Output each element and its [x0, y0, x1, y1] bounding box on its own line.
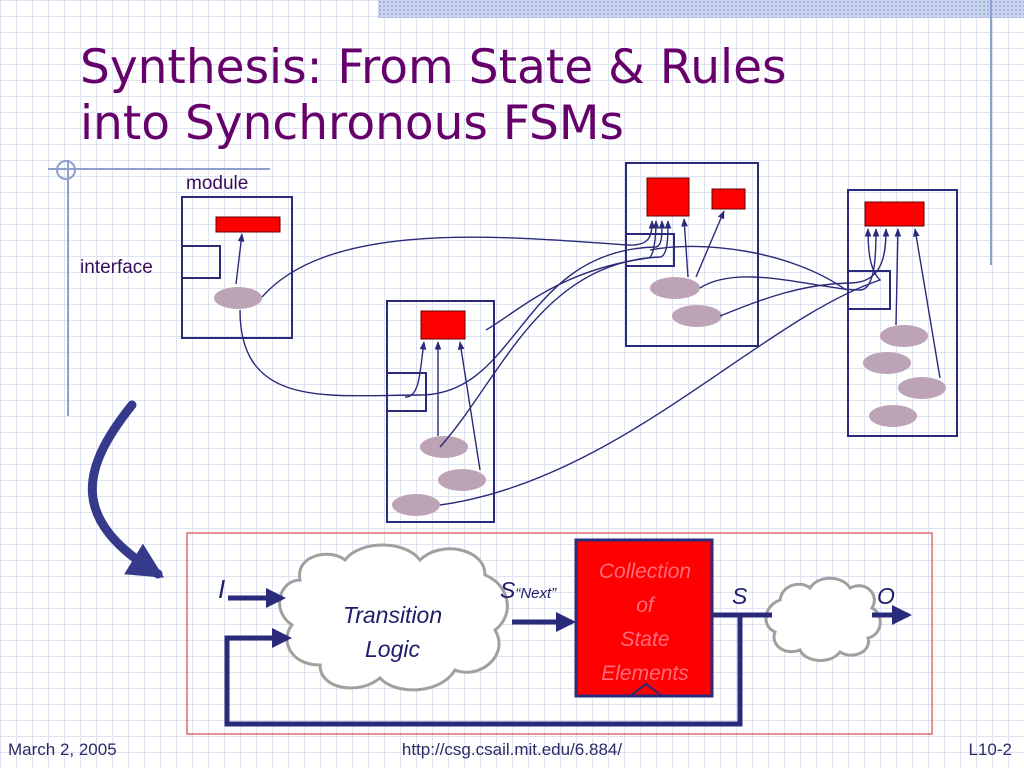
state-box-line-2: of [636, 594, 654, 617]
module-1 [181, 196, 293, 339]
state-box-line-3: State [620, 628, 670, 651]
feedback-loop [224, 615, 743, 727]
module-4-rule-2 [863, 352, 911, 374]
module-label: module [186, 173, 249, 194]
title-underline-rule [48, 168, 270, 170]
next-state-main: S [500, 577, 516, 603]
state-box-line-4: Elements [601, 662, 689, 685]
module-2-register [420, 310, 466, 340]
module-1-interface [181, 245, 221, 279]
module-2-rule-2 [438, 469, 486, 491]
module-2-rule-1 [420, 436, 468, 458]
module-4-rule-3 [898, 377, 946, 399]
top-decoration-bar [378, 0, 1024, 18]
transition-logic-label: Transition Logic [330, 598, 455, 666]
module-4-border [847, 189, 958, 437]
module-1-register [215, 216, 281, 233]
module-4-rule-4 [869, 405, 917, 427]
module-1-rule-arrow [235, 233, 245, 285]
module-2-interface [386, 372, 427, 412]
left-decorative-rule [67, 160, 69, 416]
title-rule-circle [56, 160, 76, 180]
module-3-rule-2 [672, 305, 722, 327]
footer-url[interactable]: http://csg.csail.mit.edu/6.884/ [401, 740, 623, 759]
state-box-label: Collection of State Elements [578, 555, 712, 691]
module-3-register-1 [646, 177, 690, 217]
next-state-label: S“Next” [500, 577, 556, 604]
input-label: I [218, 574, 226, 604]
slide-title: Synthesis: From State & Rules into Synch… [80, 40, 980, 152]
fsm-wiring [224, 588, 912, 727]
module-2 [386, 300, 495, 523]
module-4-interface [847, 270, 891, 310]
output-logic-cloud [764, 576, 882, 662]
fsm-frame [186, 532, 933, 735]
footer-date: March 2, 2005 [8, 740, 117, 759]
module-2-rule-3 [392, 494, 440, 516]
state-label: S [732, 583, 748, 609]
next-state-subscript: “Next” [515, 585, 557, 602]
inter-module-wires [239, 220, 890, 506]
module-4 [847, 189, 958, 437]
module-4-rule-1 [880, 325, 928, 347]
transition-logic-cloud [278, 543, 509, 692]
module-3-register-2 [711, 188, 746, 210]
state-box-line-1: Collection [598, 560, 692, 583]
transition-logic-line-1: Transition [342, 602, 443, 628]
module-1-rule [214, 287, 262, 309]
module-3 [625, 162, 759, 347]
output-label: O [877, 583, 895, 609]
slide-title-line-2: into Synchronous FSMs [80, 96, 624, 151]
module-3-rule-1 [650, 277, 700, 299]
right-decorative-rule [990, 0, 992, 265]
interface-label: interface [80, 257, 153, 278]
transformation-arrow [88, 400, 165, 579]
module-4-register [864, 201, 925, 227]
footer-page-number: L10-2 [968, 740, 1012, 759]
state-elements-box [574, 538, 714, 698]
transition-logic-line-2: Logic [365, 636, 420, 662]
slide-title-line-1: Synthesis: From State & Rules [80, 40, 787, 95]
